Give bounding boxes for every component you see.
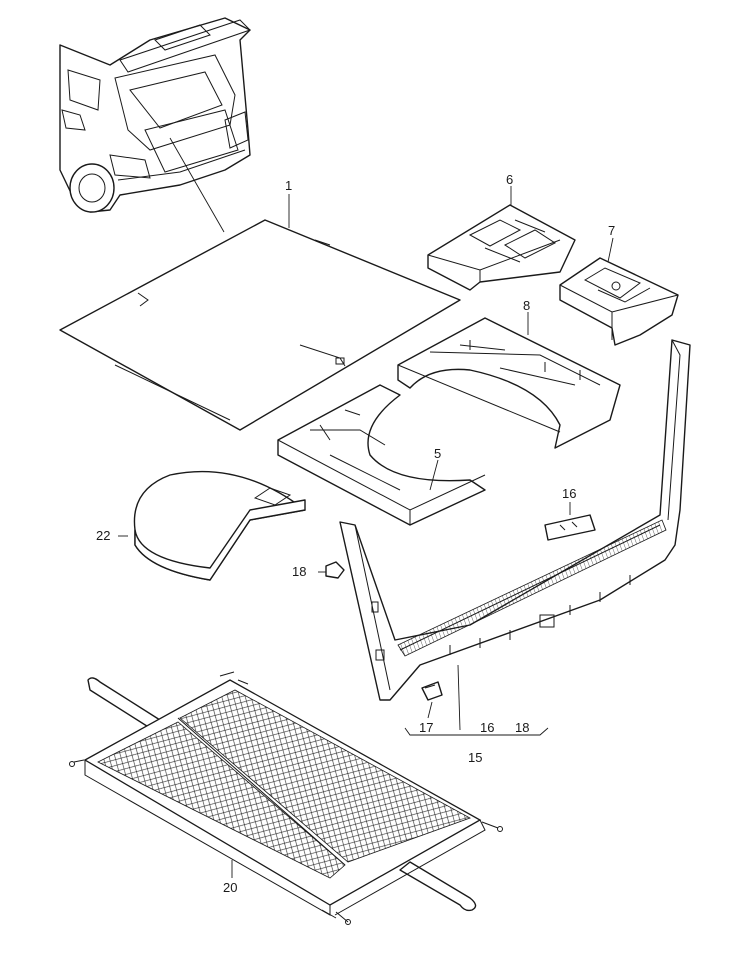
callout-8: 8 [523, 298, 530, 313]
callout-5: 5 [434, 446, 441, 461]
callout-16-bottom: 16 [480, 720, 494, 735]
part-6-foam-insert: 6 [427, 172, 576, 291]
callout-7: 7 [608, 223, 615, 238]
part-8-storage-tray: 8 [397, 298, 621, 449]
callout-1: 1 [285, 178, 292, 193]
callout-16-top: 16 [562, 486, 576, 501]
callout-18-left: 18 [292, 564, 306, 579]
part-5-storage-tray: 5 [277, 384, 486, 526]
part-15-rear-panel-trim: 15 [339, 339, 691, 765]
callout-18-bottom: 18 [515, 720, 529, 735]
callout-6: 6 [506, 172, 513, 187]
callout-17: 17 [419, 720, 433, 735]
part-7-foam-insert: 7 [559, 223, 679, 346]
part-16-cover: 16 [544, 486, 596, 541]
part-22-round-cover: 22 [96, 470, 306, 581]
part-17-clip: 17 [419, 681, 443, 735]
part-18-clip: 18 [292, 561, 345, 579]
callout-20: 20 [223, 880, 237, 895]
vehicle-illustration [59, 17, 251, 233]
callout-15: 15 [468, 750, 482, 765]
part-20-cargo-net: 20 [69, 671, 503, 925]
callout-22: 22 [96, 528, 110, 543]
part-1-loadfloor-covering: 1 [59, 178, 461, 431]
